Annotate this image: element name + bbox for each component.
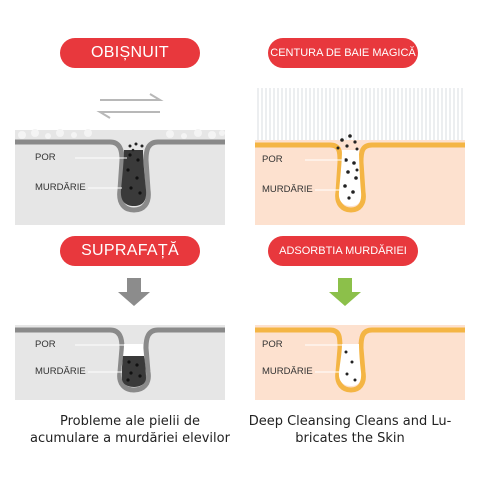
caption-right: Deep Cleansing Cleans and Lu- bricates t… — [245, 413, 455, 447]
pore-label: POR — [35, 339, 56, 350]
skin-panel-absorbed — [255, 325, 465, 400]
rubbing-arrows-icon — [96, 93, 164, 119]
pore-open — [338, 150, 362, 206]
caption-right-line1: Deep Cleansing Cleans and Lu- — [248, 414, 452, 429]
dirt-particles — [344, 350, 357, 382]
dirt-label: MURDĂRIE — [35, 182, 86, 193]
pore-label: POR — [35, 152, 56, 163]
skin-panel-magic — [255, 88, 465, 225]
dirt-particles — [126, 153, 142, 195]
dirt-label: MURDĂRIE — [35, 366, 86, 377]
caption-left-line1: Probleme ale pielii de — [59, 414, 201, 429]
normal-header-pill: OBIȘNUIT — [60, 38, 200, 68]
skin-surface-line — [15, 327, 225, 393]
surface-header-pill: SUPRAFAȚĂ — [60, 236, 200, 266]
pore-clean — [338, 344, 362, 386]
skin-surface-line — [15, 139, 225, 213]
dirt-particles — [343, 158, 359, 200]
absorb-header-label: ADSORBTIA MURDĂRIEI — [279, 245, 407, 257]
magic-header-pill: CENTURA DE BAIE MAGICĂ — [268, 38, 418, 68]
dirt-particles — [126, 360, 142, 382]
surface-dirt — [128, 142, 144, 152]
magic-header-label: CENTURA DE BAIE MAGICĂ — [270, 47, 416, 59]
skin-panel-normal — [15, 129, 225, 225]
bristles-icon — [257, 88, 463, 140]
dirt-label: MURDĂRIE — [262, 184, 313, 195]
normal-header-label: OBIȘNUIT — [91, 44, 169, 61]
pore-dirt — [121, 356, 146, 387]
pore-label: POR — [262, 154, 283, 165]
caption-left: Probleme ale pielii de acumulare a murdă… — [25, 413, 235, 447]
skin-flakes — [18, 129, 225, 139]
arrow-down-green-icon — [329, 278, 361, 306]
caption-right-line2: bricates the Skin — [295, 431, 405, 446]
surface-header-label: SUPRAFAȚĂ — [81, 242, 179, 259]
arrow-down-gray-icon — [118, 278, 150, 306]
caption-left-line2: acumulare a murdăriei elevilor — [30, 431, 230, 446]
dirt-lifting — [336, 134, 359, 151]
dirt-label: MURDĂRIE — [262, 366, 313, 377]
pore-label: POR — [262, 339, 283, 350]
absorb-header-pill: ADSORBTIA MURDĂRIEI — [268, 236, 418, 266]
skin-surface-line — [255, 142, 465, 213]
skin-surface-line — [255, 327, 465, 393]
skin-panel-surface — [15, 325, 225, 400]
